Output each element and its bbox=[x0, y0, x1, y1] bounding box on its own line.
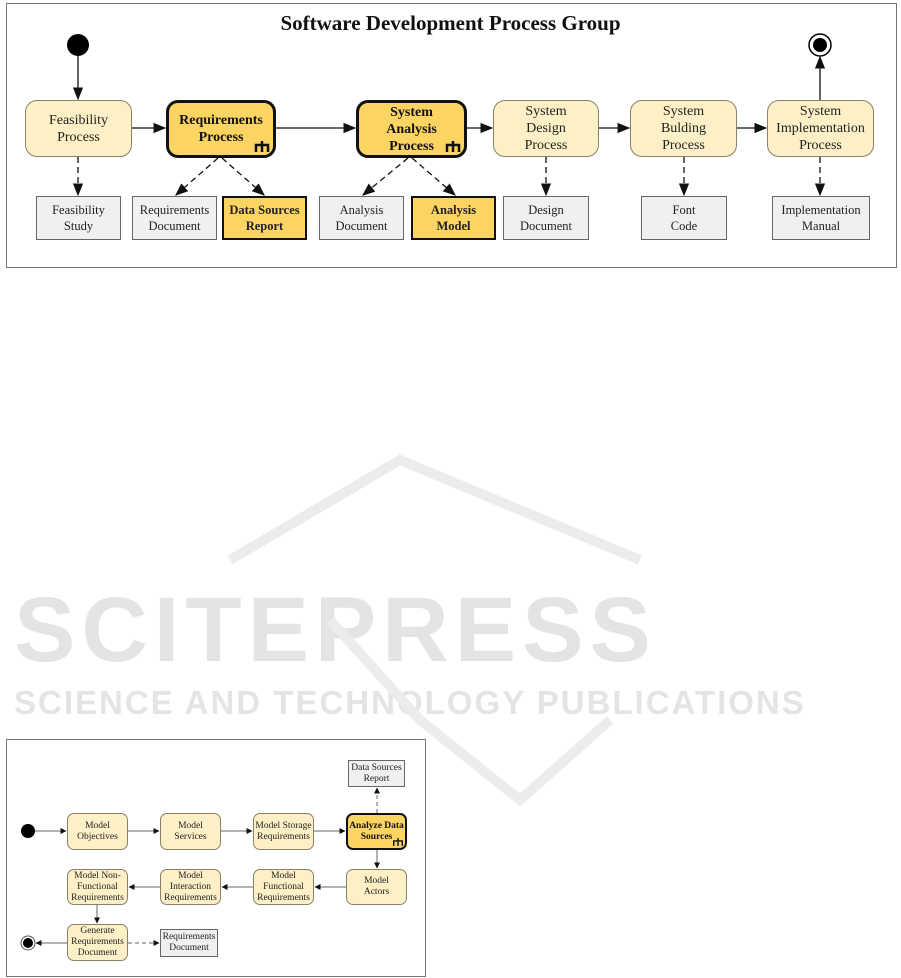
artifact-requirements-document[interactable]: Requirements Document bbox=[160, 929, 218, 957]
activity-label: Requirements Process bbox=[179, 113, 263, 145]
artifact-data-sources-report[interactable]: Data Sources Report bbox=[348, 760, 405, 787]
activity-model-actors[interactable]: Model Actors bbox=[346, 869, 407, 905]
artifact-feasibility-study[interactable]: Feasibility Study bbox=[36, 196, 121, 240]
activity-analyze-data-sources[interactable]: Analyze Data Sources bbox=[346, 813, 407, 850]
activity-label: Analyze Data Sources bbox=[349, 820, 404, 842]
initial-node bbox=[67, 34, 89, 56]
artifact-implementation-manual[interactable]: Implementation Manual bbox=[772, 196, 870, 240]
activity-requirements-process[interactable]: Requirements Process bbox=[166, 100, 276, 158]
initial-node bbox=[21, 824, 35, 838]
artifact-data-sources-report[interactable]: Data Sources Report bbox=[222, 196, 307, 240]
activity-system-analysis-process[interactable]: System Analysis Process bbox=[356, 100, 467, 158]
artifact-requirements-document[interactable]: Requirements Document bbox=[132, 196, 217, 240]
activity-system-implementation-process[interactable]: System Implementation Process bbox=[767, 100, 874, 157]
artifact-analysis-document[interactable]: Analysis Document bbox=[319, 196, 404, 240]
artifact-font-code[interactable]: Font Code bbox=[641, 196, 727, 240]
activity-generate-requirements-document[interactable]: Generate Requirements Document bbox=[67, 924, 128, 961]
artifact-analysis-model[interactable]: Analysis Model bbox=[411, 196, 496, 240]
top-diagram-title: Software Development Process Group bbox=[280, 10, 621, 35]
activity-model-storage-requirements[interactable]: Model Storage Requirements bbox=[253, 813, 314, 850]
activity-model-objectives[interactable]: Model Objectives bbox=[67, 813, 128, 850]
activity-feasibility-process[interactable]: Feasibility Process bbox=[25, 100, 132, 157]
activity-model-services[interactable]: Model Services bbox=[160, 813, 221, 850]
artifact-design-document[interactable]: Design Document bbox=[503, 196, 589, 240]
subactivity-fork-icon bbox=[393, 838, 403, 846]
top-connectors bbox=[67, 33, 832, 197]
activity-model-functional-requirements[interactable]: Model Functional Requirements bbox=[253, 869, 314, 905]
activity-system-building-process[interactable]: System Bulding Process bbox=[630, 100, 737, 157]
activity-label: System Analysis Process bbox=[386, 104, 437, 154]
activity-system-design-process[interactable]: System Design Process bbox=[493, 100, 599, 157]
subactivity-fork-icon bbox=[445, 141, 461, 152]
activity-model-interaction-requirements[interactable]: Model Interaction Requirements bbox=[160, 869, 221, 905]
activity-model-non-functional-requirements[interactable]: Model Non- Functional Requirements bbox=[67, 869, 128, 905]
subactivity-fork-icon bbox=[254, 141, 270, 152]
